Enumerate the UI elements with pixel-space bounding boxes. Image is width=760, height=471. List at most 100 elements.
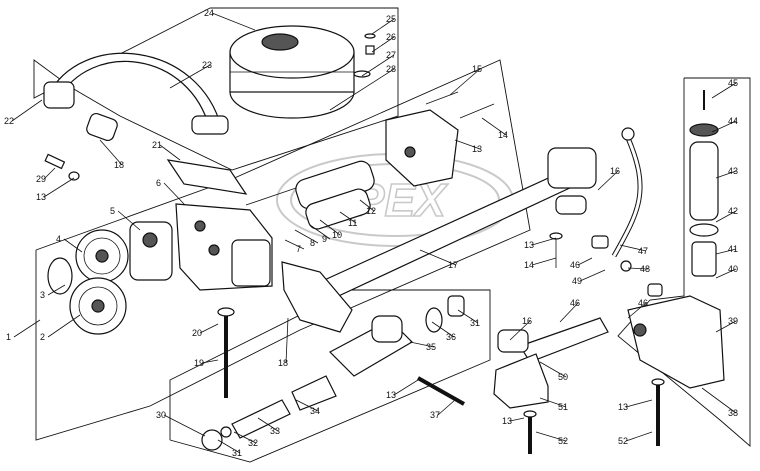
leader-line-c8 bbox=[294, 229, 319, 244]
leader-line-c13d bbox=[531, 237, 557, 246]
washer-13-right bbox=[549, 232, 563, 240]
pump-group-frame bbox=[35, 59, 531, 441]
callout-c32: 32 bbox=[248, 438, 258, 448]
callout-c31b: 31 bbox=[470, 318, 480, 328]
callout-c13e: 13 bbox=[502, 416, 512, 426]
callout-c8: 8 bbox=[310, 238, 315, 248]
callout-c34: 34 bbox=[310, 406, 320, 416]
leader-line-c26 bbox=[371, 36, 395, 53]
pump-cover bbox=[385, 109, 459, 187]
callout-c16b: 16 bbox=[522, 316, 532, 326]
flange-18-bottom bbox=[281, 261, 353, 333]
fitting-assembly-50-51 bbox=[493, 317, 609, 454]
union-46 bbox=[591, 235, 609, 249]
leader-line-c14a bbox=[481, 117, 507, 136]
callout-c12: 12 bbox=[366, 206, 376, 216]
callout-c20: 20 bbox=[192, 328, 202, 338]
pressure-regulator bbox=[201, 295, 465, 451]
callout-c46c: 46 bbox=[638, 298, 648, 308]
leader-line-c45 bbox=[711, 82, 737, 99]
flexible-oil-line-inner bbox=[612, 137, 642, 257]
leader-line-c49 bbox=[579, 269, 606, 282]
washer-13-top bbox=[68, 171, 80, 181]
valve-assembly bbox=[627, 90, 725, 446]
callout-c21: 21 bbox=[152, 140, 162, 150]
callout-c52a: 52 bbox=[558, 436, 568, 446]
bolt-14 bbox=[459, 103, 495, 119]
washer-48 bbox=[620, 260, 632, 272]
leader-line-c32 bbox=[233, 431, 257, 444]
leader-line-c11 bbox=[339, 211, 357, 224]
leader-line-c15 bbox=[449, 68, 481, 96]
leader-line-c16a bbox=[597, 170, 619, 191]
callout-c6: 6 bbox=[156, 178, 161, 188]
plate-21 bbox=[166, 159, 248, 195]
leader-line-c4 bbox=[63, 238, 83, 253]
callout-c4: 4 bbox=[56, 234, 61, 244]
pipe-flange-left bbox=[43, 81, 75, 109]
callout-c30: 30 bbox=[156, 410, 166, 420]
callout-c18a: 18 bbox=[114, 160, 124, 170]
leader-line-c13b bbox=[43, 177, 75, 198]
leader-line-c36 bbox=[431, 321, 455, 338]
leader-line-c18a bbox=[99, 139, 123, 166]
callout-c35: 35 bbox=[426, 342, 436, 352]
leader-line-c38 bbox=[701, 387, 737, 414]
leader-line-c41 bbox=[715, 248, 737, 255]
callout-c9: 9 bbox=[322, 234, 327, 244]
callout-c15: 15 bbox=[472, 64, 482, 74]
leader-line-c31a bbox=[217, 439, 241, 454]
line-fitting bbox=[621, 127, 635, 141]
filter-cap-parts bbox=[353, 33, 376, 78]
callout-c3: 3 bbox=[40, 290, 45, 300]
leader-line-c3 bbox=[47, 284, 66, 296]
callout-c39: 39 bbox=[728, 316, 738, 326]
leader-line-c9 bbox=[309, 224, 331, 240]
callout-c13d: 13 bbox=[524, 240, 534, 250]
leader-line-c27 bbox=[361, 54, 395, 77]
leader-line-c48 bbox=[627, 267, 649, 270]
leader-line-c1 bbox=[13, 319, 41, 338]
leader-line-c34 bbox=[295, 399, 319, 412]
callout-c14b: 14 bbox=[524, 260, 534, 270]
callout-c50: 50 bbox=[558, 372, 568, 382]
flexible-oil-line bbox=[611, 137, 643, 258]
callout-c33: 33 bbox=[270, 426, 280, 436]
regulator-group-frame bbox=[169, 289, 491, 463]
leader-line-c50 bbox=[539, 361, 567, 378]
callout-c49: 49 bbox=[572, 276, 582, 286]
callout-c1: 1 bbox=[6, 332, 11, 342]
leader-line-c17 bbox=[419, 249, 457, 266]
leader-line-c5 bbox=[117, 210, 141, 231]
leader-line-c10 bbox=[319, 219, 341, 236]
leader-line-c2 bbox=[47, 314, 81, 338]
leader-line-c29 bbox=[43, 167, 56, 180]
callout-c13c: 13 bbox=[386, 390, 396, 400]
callout-c48: 48 bbox=[640, 264, 650, 274]
callout-c40: 40 bbox=[728, 264, 738, 274]
callout-c5: 5 bbox=[110, 206, 115, 216]
leader-line-c22 bbox=[11, 99, 43, 122]
leader-line-c33 bbox=[257, 417, 279, 432]
leader-line-c20 bbox=[199, 323, 219, 334]
leader-line-c28 bbox=[329, 68, 395, 111]
leader-line-c13f bbox=[625, 399, 653, 408]
leader-line-c19 bbox=[201, 359, 219, 364]
callout-c17: 17 bbox=[448, 260, 458, 270]
gear-shaft-assembly bbox=[245, 160, 375, 230]
gasket-18-top bbox=[86, 112, 118, 142]
leader-line-c37 bbox=[437, 399, 456, 416]
leader-line-c13e bbox=[509, 417, 525, 422]
leader-line-c39 bbox=[715, 320, 737, 333]
leader-line-c47 bbox=[619, 244, 647, 252]
callout-c29: 29 bbox=[36, 174, 46, 184]
leader-line-c16b bbox=[509, 320, 531, 341]
callout-c13b: 13 bbox=[36, 192, 46, 202]
bolt-head-20 bbox=[217, 307, 235, 317]
leader-line-c12 bbox=[359, 199, 375, 212]
gasket-16 bbox=[555, 195, 587, 215]
callout-c11: 11 bbox=[348, 218, 357, 228]
callout-c23: 23 bbox=[202, 60, 212, 70]
